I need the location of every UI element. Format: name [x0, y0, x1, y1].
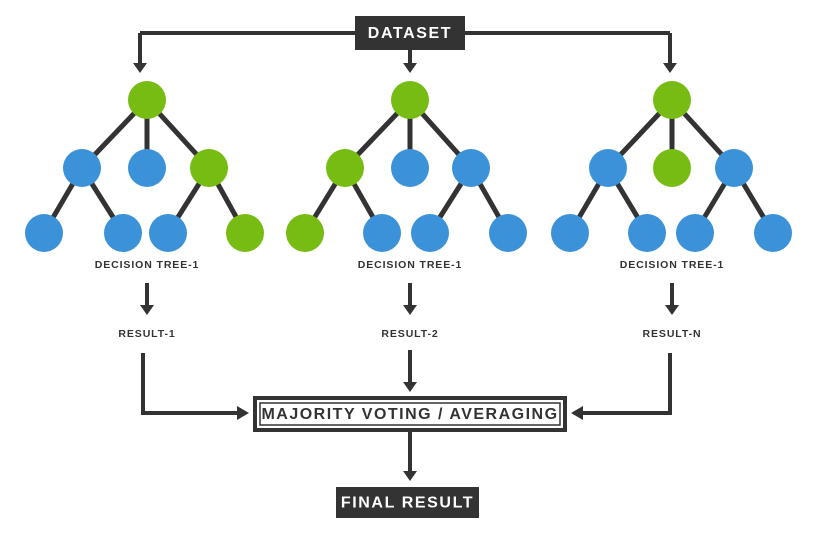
tree-1-leaf-node-4 [226, 214, 264, 252]
left-elbow-arrowhead [237, 406, 249, 420]
tree-2-branch-node-3 [452, 149, 490, 187]
tree-2-leaf-node-4 [489, 214, 527, 252]
tree-3-result-arrowhead [665, 305, 679, 315]
process-boxes-layer [253, 16, 567, 518]
tree-1-root-node [128, 81, 166, 119]
tree-2-branch-node-1 [326, 149, 364, 187]
tree-2-branch-node-2 [391, 149, 429, 187]
tree-2-root-node [391, 81, 429, 119]
left-elbow-connector [141, 353, 238, 415]
center-drop-arrowhead [403, 382, 417, 392]
tree-1-caption: DECISION TREE-1 [95, 259, 200, 271]
tree-1-result-label: RESULT-1 [118, 328, 175, 340]
dataset-drop-arrowhead-1 [133, 63, 147, 73]
tree-3-branch-node-3 [715, 149, 753, 187]
tree-1-branch-node-2 [128, 149, 166, 187]
tree-3-root-node [653, 81, 691, 119]
final-result-box[interactable] [336, 487, 479, 518]
dataset-box[interactable] [355, 16, 465, 50]
aggregate-box-inner-border [259, 402, 561, 426]
tree-2-leaf-node-1 [286, 214, 324, 252]
tree-1-leaf-node-3 [149, 214, 187, 252]
tree-1-leaf-node-1 [25, 214, 63, 252]
tree-3-leaf-node-4 [754, 214, 792, 252]
dataset-drop-arrowhead-3 [663, 63, 677, 73]
tree-1-result-arrowhead [140, 305, 154, 315]
tree-2-caption: DECISION TREE-1 [358, 259, 463, 271]
tree-nodes-layer [25, 81, 792, 252]
tree-3-leaf-node-1 [551, 214, 589, 252]
tree-1-branch-node-1 [63, 149, 101, 187]
aggregate-box-label: MAJORITY VOTING / AVERAGING [261, 406, 558, 423]
tree-3-branch-node-2 [653, 149, 691, 187]
tree-1-leaf-node-2 [104, 214, 142, 252]
right-elbow-arrowhead [571, 406, 583, 420]
tree-2-leaf-node-2 [363, 214, 401, 252]
final-result-box-label: FINAL RESULT [341, 495, 474, 512]
right-elbow-connector [582, 353, 672, 415]
final-drop-arrowhead [403, 471, 417, 481]
tree-2-result-arrowhead [403, 305, 417, 315]
dataset-box-label: DATASET [368, 25, 452, 42]
tree-3-leaf-node-3 [676, 214, 714, 252]
tree-2-result-label: RESULT-2 [381, 328, 438, 340]
tree-3-result-label: RESULT-N [643, 328, 702, 340]
dataset-drop-arrowhead-2 [403, 63, 417, 73]
tree-2-leaf-node-3 [411, 214, 449, 252]
tree-3-caption: DECISION TREE-1 [620, 259, 725, 271]
tree-3-branch-node-1 [589, 149, 627, 187]
tree-1-branch-node-3 [190, 149, 228, 187]
tree-3-leaf-node-2 [628, 214, 666, 252]
